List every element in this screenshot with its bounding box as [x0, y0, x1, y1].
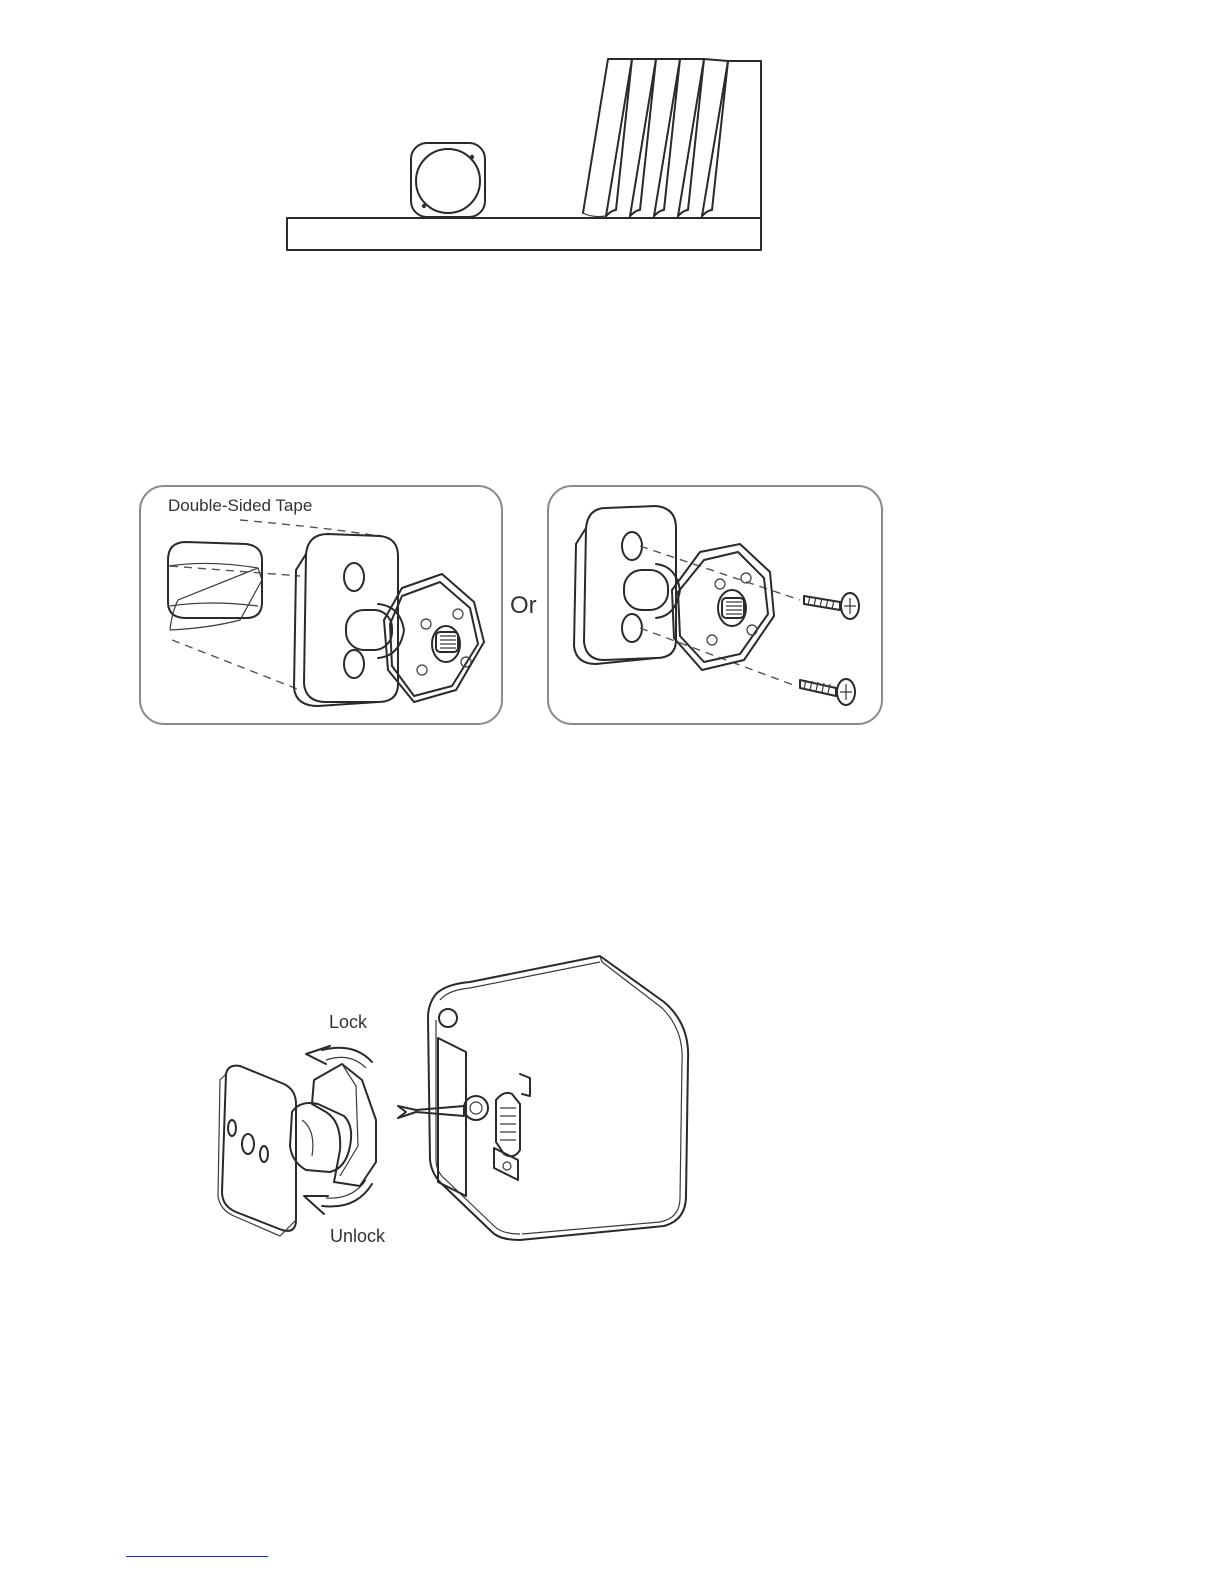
- camera-attach-figure: Lock Unlock: [218, 956, 688, 1246]
- lock-label: Lock: [329, 1012, 368, 1032]
- shelf: [287, 61, 761, 250]
- tape-option-panel: Double-Sided Tape: [140, 486, 502, 724]
- camera-on-shelf: [411, 143, 485, 217]
- mount-hex-head-lock: [312, 1064, 376, 1186]
- shelf-placement-figure: [287, 59, 761, 250]
- books: [583, 59, 728, 217]
- mount-swivel-arm: [290, 1103, 351, 1172]
- or-label: Or: [510, 592, 537, 619]
- insert-arrow-icon: [398, 1106, 464, 1118]
- footnote-rule: [126, 1556, 268, 1557]
- camera-body: [428, 956, 688, 1240]
- unlock-label: Unlock: [330, 1226, 386, 1246]
- mount-attachment-figure: Double-Sided Tape: [140, 486, 882, 724]
- mount-base-plate: [218, 1066, 296, 1236]
- tape-label: Double-Sided Tape: [168, 496, 312, 515]
- screw-option-panel: [548, 486, 882, 724]
